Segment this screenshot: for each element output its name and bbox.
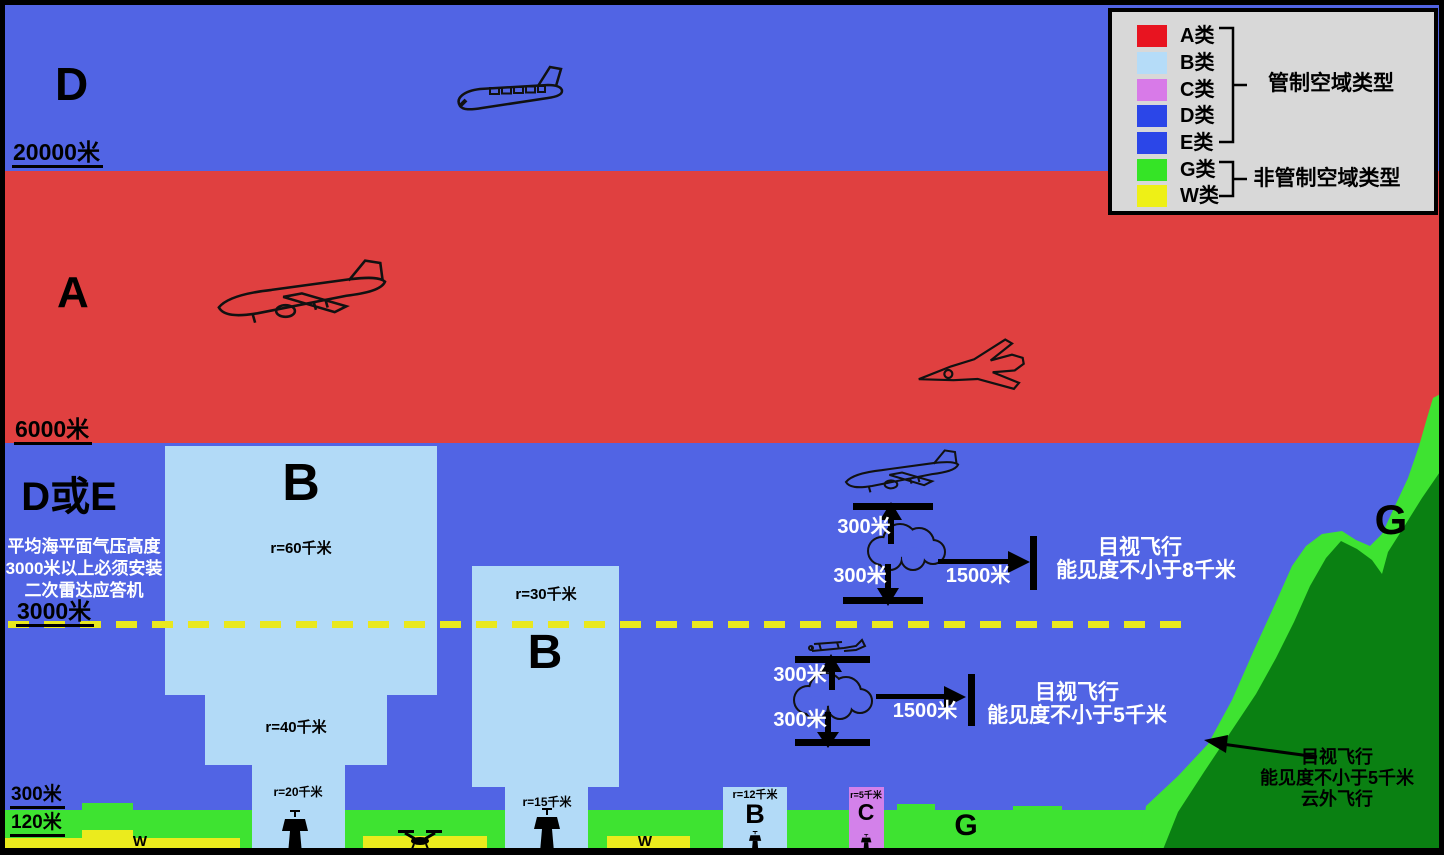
c-tower-class-label: C [857,799,875,825]
transponder-note-line2: 3000米以上必须安装 [5,559,163,578]
vfr-low-note2: 能见度不小于5千米 [987,704,1167,727]
dashed-3000m-line [8,621,1192,628]
legend-label-d: D类 [1180,105,1215,127]
w-zone-patch-3 [363,836,487,852]
vfr-high-above-label: 300米 [837,516,891,538]
w-zone-patch-2 [57,830,240,852]
altitude-label-300m: 300米 [10,785,65,809]
vfr-low-above-label: 300米 [773,664,827,686]
w-zone-label-2: W [637,833,653,850]
legend-controlled-title: 管制空域类型 [1268,72,1394,95]
b-tower1-r60-label: r=60千米 [270,540,332,557]
zone-label-d-upper: D [55,58,89,110]
zone-label-a: A [57,268,89,317]
vfr-low-note1: 目视飞行 [1035,681,1119,704]
altitude-label-3000m: 3000米 [16,599,95,628]
transponder-note-line3: 二次雷达应答机 [24,581,144,600]
zone-label-g-mountain: G [1374,496,1408,543]
vfr-high-distance-label: 1500米 [945,565,1011,587]
terrain-note-line3: 云外飞行 [1301,789,1373,809]
legend-swatch-a [1137,25,1167,47]
zone-label-d-or-e: D或E [21,475,117,519]
altitude-label-20000m: 20000米 [12,140,103,169]
vfr-high-note1: 目视飞行 [1098,536,1182,559]
altitude-label-120m: 120米 [10,813,65,837]
legend-swatch-e [1137,132,1167,154]
legend: A类 B类 C类 D类 E类 G类 W类 [1108,8,1438,215]
b-tower3-class-label: B [745,799,765,829]
b-tower2-r30-label: r=30千米 [515,586,577,603]
vfr-low-below-label: 300米 [773,709,827,731]
legend-swatch-c [1137,79,1167,101]
altitude-label-6000m: 6000米 [14,417,93,446]
legend-swatch-g [1137,159,1167,181]
c-tower-r5-label: r=5千米 [850,790,882,800]
terrain-note-line2: 能见度不小于5千米 [1259,768,1415,788]
vfr-low-distance-label: 1500米 [892,700,958,722]
legend-label-e: E类 [1180,132,1214,154]
legend-label-b: B类 [1180,52,1215,74]
terrain-note-line1: 目视飞行 [1301,747,1373,767]
b-tower1-r20-label: r=20千米 [273,785,323,799]
vfr-high-below-label: 300米 [833,565,887,587]
legend-uncontrolled-title: 非管制空域类型 [1253,167,1401,190]
vfr-high-note2: 能见度不小于8千米 [1056,559,1236,582]
b-tower1-class-label: B [282,454,320,512]
legend-label-w: W类 [1180,185,1219,207]
b-tower3-r12-label: r=12千米 [732,789,778,801]
legend-swatch-w [1137,185,1167,207]
b-tower1-r40-label: r=40千米 [265,719,327,736]
b-tower1-tier-mid [205,695,387,765]
transponder-note-line1: 平均海平面气压高度 [7,537,161,556]
legend-label-g: G类 [1180,159,1216,181]
w-zone-patch-1 [5,838,57,852]
b-tower2-r15-label: r=15千米 [522,795,572,809]
legend-swatch-d [1137,105,1167,127]
legend-label-c: C类 [1180,79,1215,101]
b-tower1-tier-bottom [252,765,345,852]
b-tower2-tier-top [472,566,619,787]
legend-swatch-b [1137,52,1167,74]
w-zone-label-1: W [132,833,148,850]
b-tower2-class-label: B [527,626,563,679]
zone-label-g-surface: G [954,809,978,842]
b-tower1-tier-top [165,446,437,695]
legend-label-a: A类 [1180,25,1215,47]
